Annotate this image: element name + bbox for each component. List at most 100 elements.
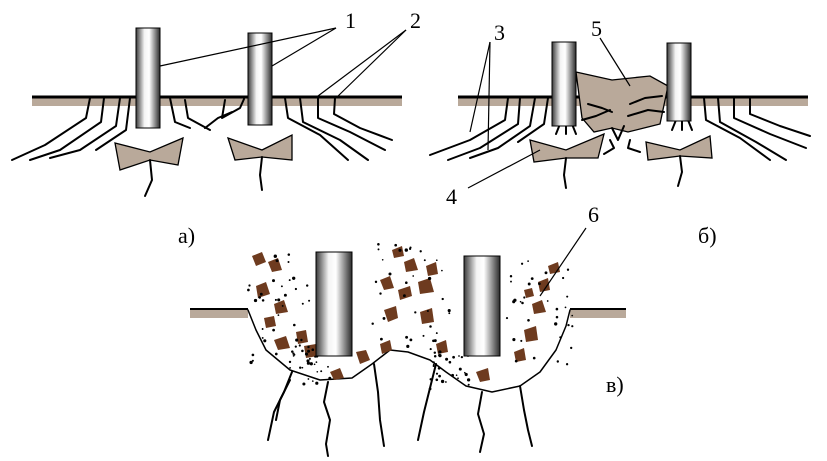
dust-dot <box>375 281 377 283</box>
dust-dot <box>433 361 435 363</box>
dust-dot <box>277 298 280 301</box>
dust-dot <box>459 368 462 371</box>
label-6: 6 <box>588 202 599 227</box>
dust-dot <box>506 317 508 319</box>
dust-dot <box>424 259 426 261</box>
dust-dot <box>310 362 313 365</box>
dust-dot <box>533 357 536 360</box>
dust-dot <box>311 348 314 351</box>
dust-dot <box>545 271 548 274</box>
dust-dot <box>406 345 409 348</box>
dust-dot <box>438 375 441 378</box>
dust-dot <box>438 354 441 357</box>
dust-dot <box>305 353 308 356</box>
dust-dot <box>557 360 559 362</box>
bottom-crack <box>145 160 152 196</box>
dust-dot <box>394 244 397 247</box>
dust-dot <box>302 367 304 369</box>
dust-dot <box>435 378 438 381</box>
dust-dot <box>412 275 414 277</box>
dust-dot <box>248 284 250 286</box>
dust-dot <box>284 294 287 297</box>
dust-dot <box>299 367 301 369</box>
dust-dot <box>316 371 318 373</box>
dust-dot <box>464 372 466 374</box>
dust-dot <box>403 294 406 297</box>
dust-dot <box>434 355 437 358</box>
dust-dot <box>272 279 275 282</box>
dust-dot <box>445 381 447 383</box>
dust-dot <box>292 277 295 280</box>
dust-dot <box>527 260 529 262</box>
dust-dot <box>531 277 534 280</box>
dust-dot <box>428 277 431 280</box>
dust-dot <box>442 298 444 300</box>
dust-dot <box>295 288 297 290</box>
dust-dot <box>301 350 304 353</box>
dust-dot <box>457 377 459 379</box>
panel-a: 1 2 а) <box>12 8 421 248</box>
label-a: а) <box>178 223 195 248</box>
dust-dot <box>556 308 559 311</box>
dust-dot <box>281 285 283 287</box>
dust-dot <box>420 250 422 252</box>
bottom-crack <box>564 158 566 188</box>
crater-cracks <box>268 364 532 456</box>
dust-dot <box>427 310 429 312</box>
dust-dot <box>562 277 564 279</box>
bottom-crack <box>678 156 682 186</box>
dust-dot <box>312 380 314 382</box>
dust-dot <box>327 366 329 368</box>
dust-dot <box>523 296 525 298</box>
dust-dot <box>527 319 530 322</box>
dust-dot <box>520 340 522 342</box>
dust-dot <box>306 284 308 286</box>
dust-dot <box>521 263 523 265</box>
dust-dot <box>262 328 264 330</box>
dust-dot <box>556 316 559 319</box>
dust-dot <box>307 350 310 353</box>
charge-rod <box>464 256 500 356</box>
dust-dot <box>309 358 311 360</box>
dust-dot <box>451 374 454 377</box>
dust-dot <box>448 309 451 312</box>
ground-layer <box>190 310 248 318</box>
dust-dot <box>378 248 380 250</box>
dust-dot <box>445 358 448 361</box>
dust-dot <box>429 325 432 328</box>
dust-dot <box>398 249 401 252</box>
dust-dot <box>456 374 458 376</box>
dust-dot <box>438 367 441 370</box>
dust-dot <box>299 344 301 346</box>
dust-dot <box>520 301 522 303</box>
dust-dot <box>388 272 391 275</box>
dust-dot <box>260 293 263 296</box>
dust-dot <box>430 378 432 380</box>
panel-b: 3 4 5 б) <box>430 16 810 248</box>
dust-dot <box>547 300 549 302</box>
panel-v: 6 в) <box>190 202 626 456</box>
rock-chunk <box>530 134 604 162</box>
dust-dot <box>570 347 572 349</box>
dust-dot <box>567 269 569 271</box>
rock-chunk <box>646 136 712 160</box>
heaved-rock-mass <box>576 72 668 132</box>
charge-rod <box>552 42 576 126</box>
rock-chunk <box>228 135 292 160</box>
dust-dot <box>288 253 291 256</box>
dust-dot <box>565 307 567 309</box>
dust-dot <box>289 279 291 281</box>
dust-dot <box>405 281 408 284</box>
dust-dot <box>382 259 384 261</box>
dust-dot <box>405 248 408 251</box>
dust-dot <box>449 361 452 364</box>
dust-dot <box>272 329 275 332</box>
dust-dot <box>436 373 438 375</box>
dust-dot <box>510 275 512 277</box>
broken-rock-fragments <box>252 246 560 382</box>
dust-dot <box>554 322 557 325</box>
leader-line <box>272 28 336 66</box>
dust-dot <box>513 299 516 302</box>
leader-line <box>540 228 586 296</box>
